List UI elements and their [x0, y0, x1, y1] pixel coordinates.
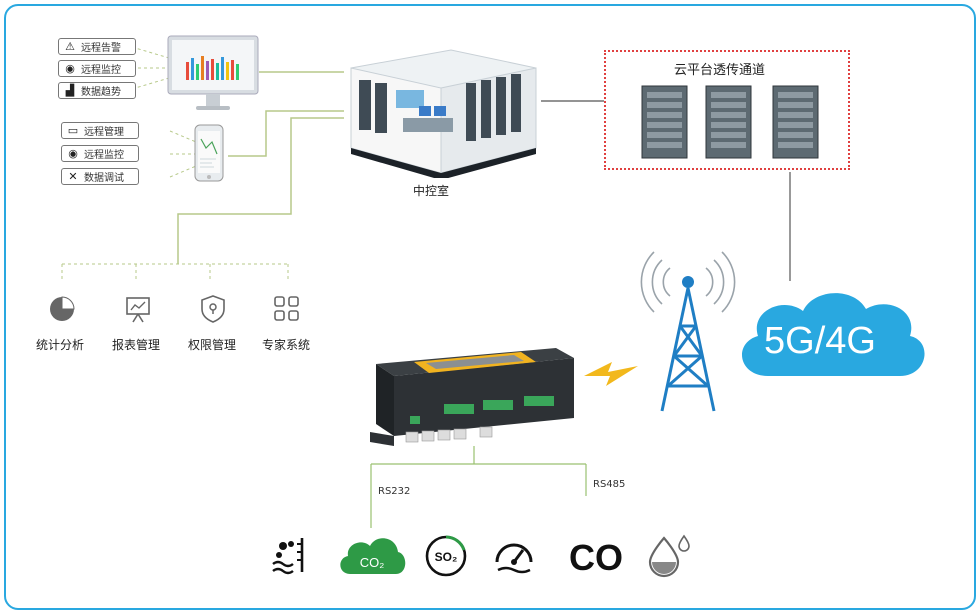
remote-manage-label: 远程管理: [84, 127, 124, 138]
camera-icon: ◉: [65, 62, 75, 75]
data-trend-button[interactable]: ▟ 数据趋势: [58, 82, 136, 99]
trend-chart-icon: ▟: [65, 84, 75, 97]
monitor-icon: ▭: [67, 124, 79, 137]
server-1: [641, 85, 688, 159]
remote-monitor-button[interactable]: ◉ 远程监控: [58, 60, 136, 77]
control-room-label: 中控室: [413, 184, 450, 198]
cloud-channel-title: 云平台透传通道: [674, 63, 766, 78]
cell-tower: [640, 251, 736, 412]
remote-manage-button[interactable]: ▭ 远程管理: [61, 122, 139, 139]
humidity-drop-icon: [648, 534, 690, 578]
function-label-permission: 权限管理: [188, 338, 237, 352]
so2-text: SO₂: [435, 550, 458, 564]
so2-icon: SO₂: [425, 535, 467, 577]
co-icon: CO: [569, 537, 623, 578]
cloud-channel-box: [604, 50, 850, 170]
phone-remote-monitor-label: 远程监控: [84, 150, 124, 161]
function-label-report: 报表管理: [112, 338, 161, 352]
function-label-stats: 统计分析: [36, 338, 85, 352]
network-cloud: [741, 293, 925, 376]
lightning-bolt-icon: [584, 362, 638, 386]
remote-alarm-label: 远程告警: [81, 43, 121, 54]
warning-icon: ⚠: [65, 40, 75, 53]
remote-alarm-button[interactable]: ⚠ 远程告警: [58, 38, 136, 55]
water-level-icon: [272, 538, 304, 575]
gateway-device: [370, 348, 574, 446]
co-text: CO: [569, 537, 623, 578]
diagram-frame: ⚠ 远程告警 ◉ 远程监控 ▟ 数据趋势 ▭ 远程管理: [4, 4, 976, 610]
pie-chart-icon: [50, 296, 75, 321]
control-room-illustration: [350, 49, 537, 178]
desktop-monitor: [167, 35, 259, 110]
camera-icon: ◉: [68, 147, 78, 160]
network-label: 5G/4G: [764, 320, 876, 362]
shield-icon: [201, 295, 225, 323]
tools-icon: ✕: [68, 170, 78, 183]
server-2: [705, 85, 752, 159]
server-3: [772, 85, 819, 159]
co2-cloud-icon: CO₂: [340, 538, 406, 574]
data-trend-label: 数据趋势: [81, 87, 121, 98]
co2-text: CO₂: [360, 555, 385, 570]
function-label-expert: 专家系统: [262, 338, 311, 352]
rs232-label: RS232: [378, 486, 411, 497]
rs485-label: RS485: [593, 479, 626, 490]
gauge-icon: [495, 543, 533, 574]
data-debug-button[interactable]: ✕ 数据调试: [61, 168, 139, 185]
phone-remote-monitor-button[interactable]: ◉ 远程监控: [61, 145, 139, 162]
smartphone: [194, 124, 224, 182]
remote-monitor-label: 远程监控: [81, 65, 121, 76]
server-group: [641, 85, 819, 159]
connector-lines: [61, 46, 791, 528]
data-debug-label: 数据调试: [84, 173, 124, 184]
grid-apps-icon: [274, 296, 299, 321]
report-board-icon: [126, 297, 150, 323]
